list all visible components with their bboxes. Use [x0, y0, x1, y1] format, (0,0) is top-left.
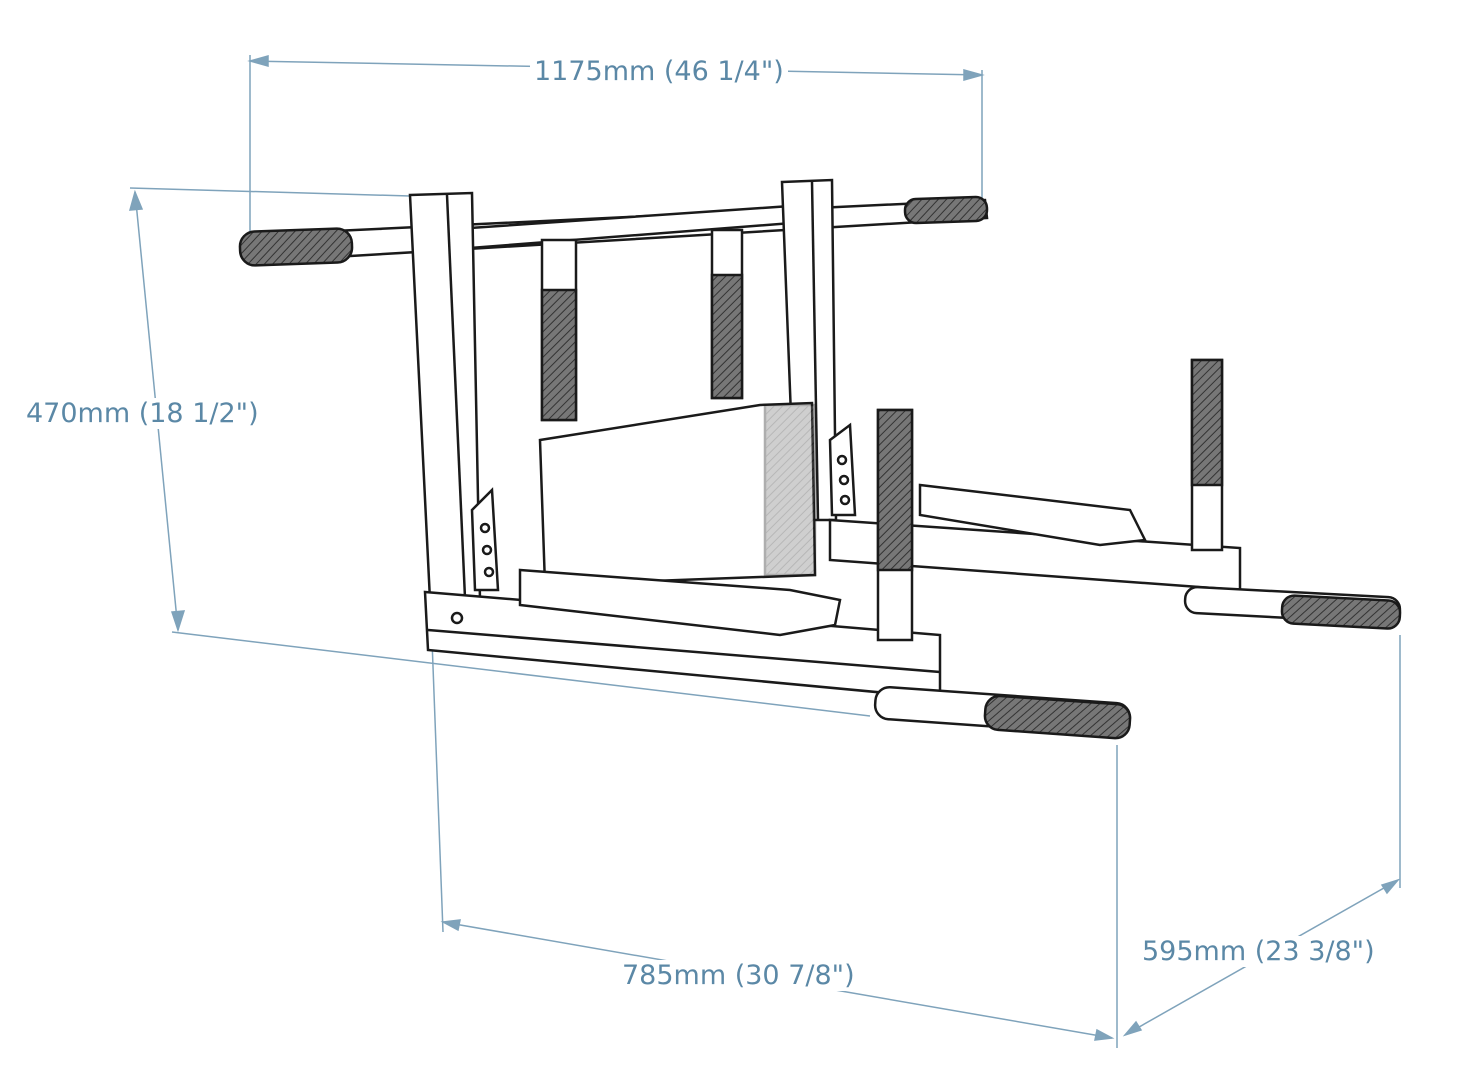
frame — [238, 178, 1402, 740]
width-dimension-label: 1175mm (46 1/4") — [530, 56, 788, 87]
handle-spacing-dimension-label: 595mm (23 3/8") — [1138, 936, 1379, 967]
height-dimension-label: 470mm (18 1/2") — [22, 398, 263, 429]
depth-dimension-label: 785mm (30 7/8") — [618, 960, 859, 991]
